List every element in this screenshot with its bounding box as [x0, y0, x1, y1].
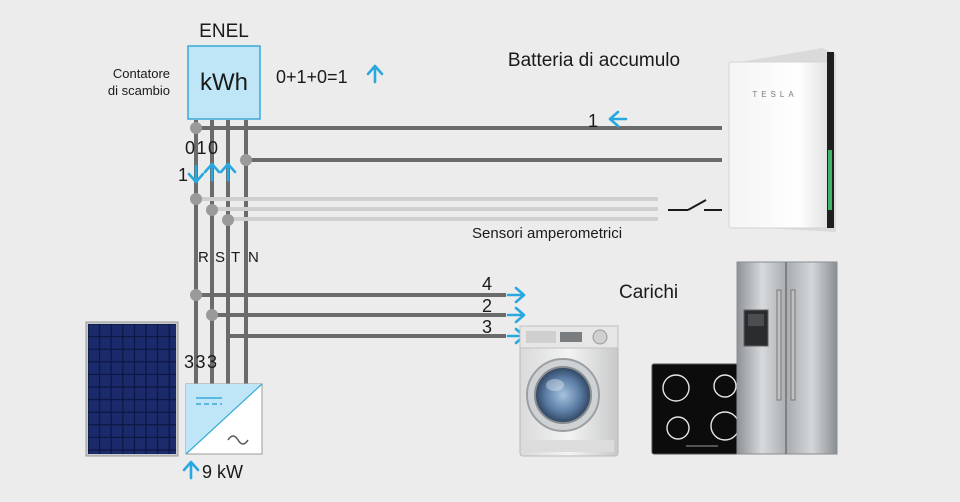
arrow-right-icon: [506, 306, 526, 324]
phase-label-t: T: [231, 249, 240, 266]
junction-node: [240, 154, 252, 166]
battery-brand: TESLA: [752, 90, 797, 99]
fridge-image: [736, 261, 838, 455]
arrow-up-icon: [182, 460, 200, 480]
junction-node: [206, 309, 218, 321]
phase-reading-left: 1: [178, 165, 188, 185]
ac-wave-icon: [227, 435, 249, 445]
battery-image: TESLA: [728, 48, 836, 232]
load-value-1: 4: [482, 274, 492, 294]
arrow-down-icon: [187, 164, 205, 184]
meter-provider: ENEL: [199, 21, 249, 42]
junction-node: [190, 122, 202, 134]
junction-node: [190, 193, 202, 205]
inverter: 333 9 kW: [182, 352, 263, 482]
wiring: [190, 120, 722, 384]
phase-labels: R S T N: [198, 249, 259, 266]
junction-node: [206, 204, 218, 216]
phase-label-r: R: [198, 249, 209, 266]
inverter-phase-values: 333: [184, 352, 219, 372]
sensors-label: Sensori amperometrici: [472, 225, 622, 242]
arrow-up-icon: [366, 64, 384, 84]
phase-readings-top: 010: [185, 138, 220, 158]
washing-machine-image: [519, 325, 619, 457]
meter: ENEL kWh Contatore di scambio 0+1+0=1: [108, 21, 384, 120]
meter-side-label-2: di scambio: [108, 83, 170, 98]
junction-node: [222, 214, 234, 226]
inverter-power: 9 kW: [202, 462, 243, 482]
junction-node: [190, 289, 202, 301]
phase-label-n: N: [248, 249, 259, 266]
meter-equation: 0+1+0=1: [276, 67, 348, 87]
switch-icon: [668, 199, 722, 211]
cooktop-image: [651, 363, 751, 455]
arrow-left-icon: [608, 110, 628, 128]
meter-unit-label: kWh: [200, 69, 248, 96]
phase-label-s: S: [215, 249, 225, 266]
arrow-right-icon: [506, 286, 526, 304]
meter-side-label-1: Contatore: [113, 66, 170, 81]
arrow-up-icon: [203, 162, 221, 182]
loads-title: Carichi: [619, 282, 678, 303]
load-value-3: 3: [482, 317, 492, 337]
battery-flow-value: 1: [588, 111, 598, 131]
battery-title: Batteria di accumulo: [508, 50, 680, 71]
arrow-up-icon: [219, 162, 237, 182]
solar-panel-image: [85, 321, 179, 457]
load-value-2: 2: [482, 296, 492, 316]
meter-box: [187, 45, 261, 120]
